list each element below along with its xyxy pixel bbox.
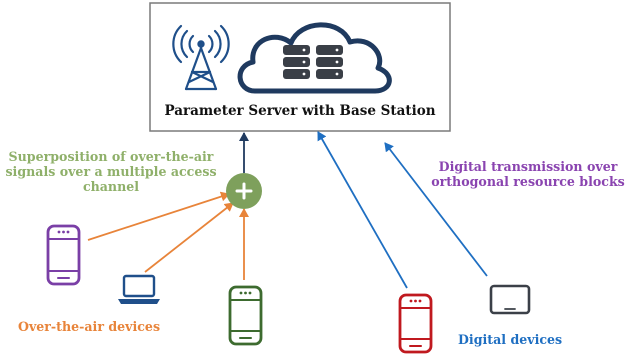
tablet-icon <box>489 284 531 315</box>
digital-devices-label: Digital devices <box>458 332 563 347</box>
ota-devices-label: Over-the-air devices <box>18 319 161 334</box>
ota-arrow-purple-phone <box>87 191 230 241</box>
laptop-icon <box>118 274 160 304</box>
digital-arrow-tablet <box>384 142 488 277</box>
server-label: Parameter Server with Base Station <box>164 103 436 119</box>
smartphone-icon <box>228 285 263 346</box>
digital-transmission-label: Digital transmission over orthogonal res… <box>431 159 625 189</box>
plus-icon <box>235 182 253 200</box>
digital-arrow-red-phone <box>317 131 408 289</box>
smartphone-icon <box>46 224 81 286</box>
superposition-sum-node <box>226 173 262 209</box>
cell-tower-icon <box>172 24 230 91</box>
smartphone-icon <box>398 293 433 354</box>
ota-arrow-laptop <box>144 202 234 273</box>
cloud-database-icon <box>237 22 392 94</box>
superposition-label: Superposition of over-the-air signals ov… <box>5 149 217 194</box>
